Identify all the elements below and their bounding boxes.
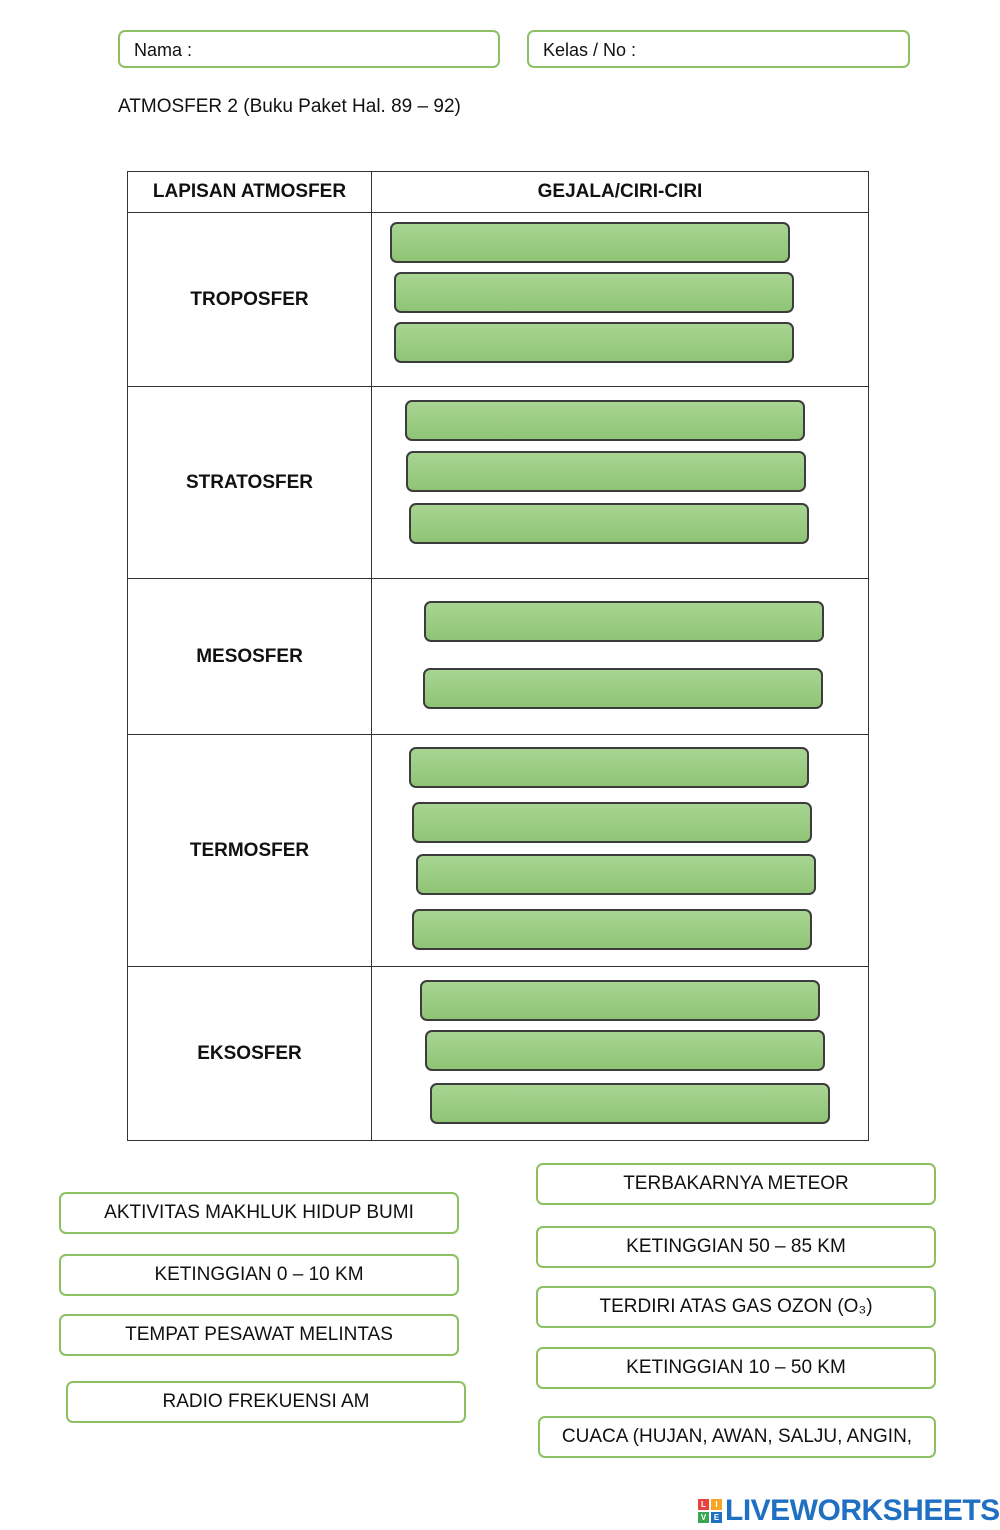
col-header-layer: LAPISAN ATMOSFER: [127, 171, 372, 213]
class-field[interactable]: Kelas / No :: [527, 30, 910, 68]
layer-name: EKSOSFER: [127, 966, 372, 1141]
answer-drop-slot[interactable]: [416, 854, 816, 895]
answer-chip[interactable]: RADIO FREKUENSI AM: [66, 1381, 466, 1423]
logo-icon-tile: V: [698, 1512, 709, 1523]
logo-icon-tile: L: [698, 1499, 709, 1510]
liveworksheets-logo: L I V E LIVEWORKSHEETS: [698, 1494, 1000, 1528]
worksheet-subtitle: ATMOSFER 2 (Buku Paket Hal. 89 – 92): [118, 96, 461, 117]
answer-drop-slot[interactable]: [406, 451, 806, 492]
answer-drop-slot[interactable]: [409, 503, 809, 544]
answer-drop-slot[interactable]: [425, 1030, 825, 1071]
answer-drop-slot[interactable]: [424, 601, 824, 642]
answer-chip[interactable]: KETINGGIAN 50 – 85 KM: [536, 1226, 936, 1268]
answer-drop-slot[interactable]: [412, 802, 812, 843]
logo-icon-tile: I: [711, 1499, 722, 1510]
answer-chip[interactable]: TEMPAT PESAWAT MELINTAS: [59, 1314, 459, 1356]
answer-drop-slot[interactable]: [390, 222, 790, 263]
name-label: Nama :: [134, 40, 193, 60]
answer-chip[interactable]: CUACA (HUJAN, AWAN, SALJU, ANGIN,: [538, 1416, 936, 1458]
table-header-row: LAPISAN ATMOSFER GEJALA/CIRI-CIRI: [127, 171, 869, 213]
layer-name: STRATOSFER: [127, 386, 372, 579]
class-label: Kelas / No :: [543, 40, 637, 60]
answer-drop-slot[interactable]: [430, 1083, 830, 1124]
logo-text: LIVEWORKSHEETS: [725, 1494, 1000, 1527]
answer-chip[interactable]: TERDIRI ATAS GAS OZON (O₃): [536, 1286, 936, 1328]
layer-name: TROPOSFER: [127, 212, 372, 387]
answer-drop-slot[interactable]: [405, 400, 805, 441]
answer-drop-slot[interactable]: [394, 322, 794, 363]
answer-chip[interactable]: KETINGGIAN 10 – 50 KM: [536, 1347, 936, 1389]
answer-drop-slot[interactable]: [412, 909, 812, 950]
answer-chip[interactable]: KETINGGIAN 0 – 10 KM: [59, 1254, 459, 1296]
answer-chip[interactable]: TERBAKARNYA METEOR: [536, 1163, 936, 1205]
liveworksheets-logo-icon: L I V E: [698, 1499, 722, 1523]
name-field[interactable]: Nama :: [118, 30, 500, 68]
answer-drop-slot[interactable]: [423, 668, 823, 709]
logo-icon-tile: E: [711, 1512, 722, 1523]
layer-name: TERMOSFER: [127, 734, 372, 967]
layer-name: MESOSFER: [127, 578, 372, 735]
answer-drop-slot[interactable]: [420, 980, 820, 1021]
col-header-features: GEJALA/CIRI-CIRI: [371, 171, 869, 213]
answer-chip[interactable]: AKTIVITAS MAKHLUK HIDUP BUMI: [59, 1192, 459, 1234]
answer-drop-slot[interactable]: [409, 747, 809, 788]
answer-drop-slot[interactable]: [394, 272, 794, 313]
